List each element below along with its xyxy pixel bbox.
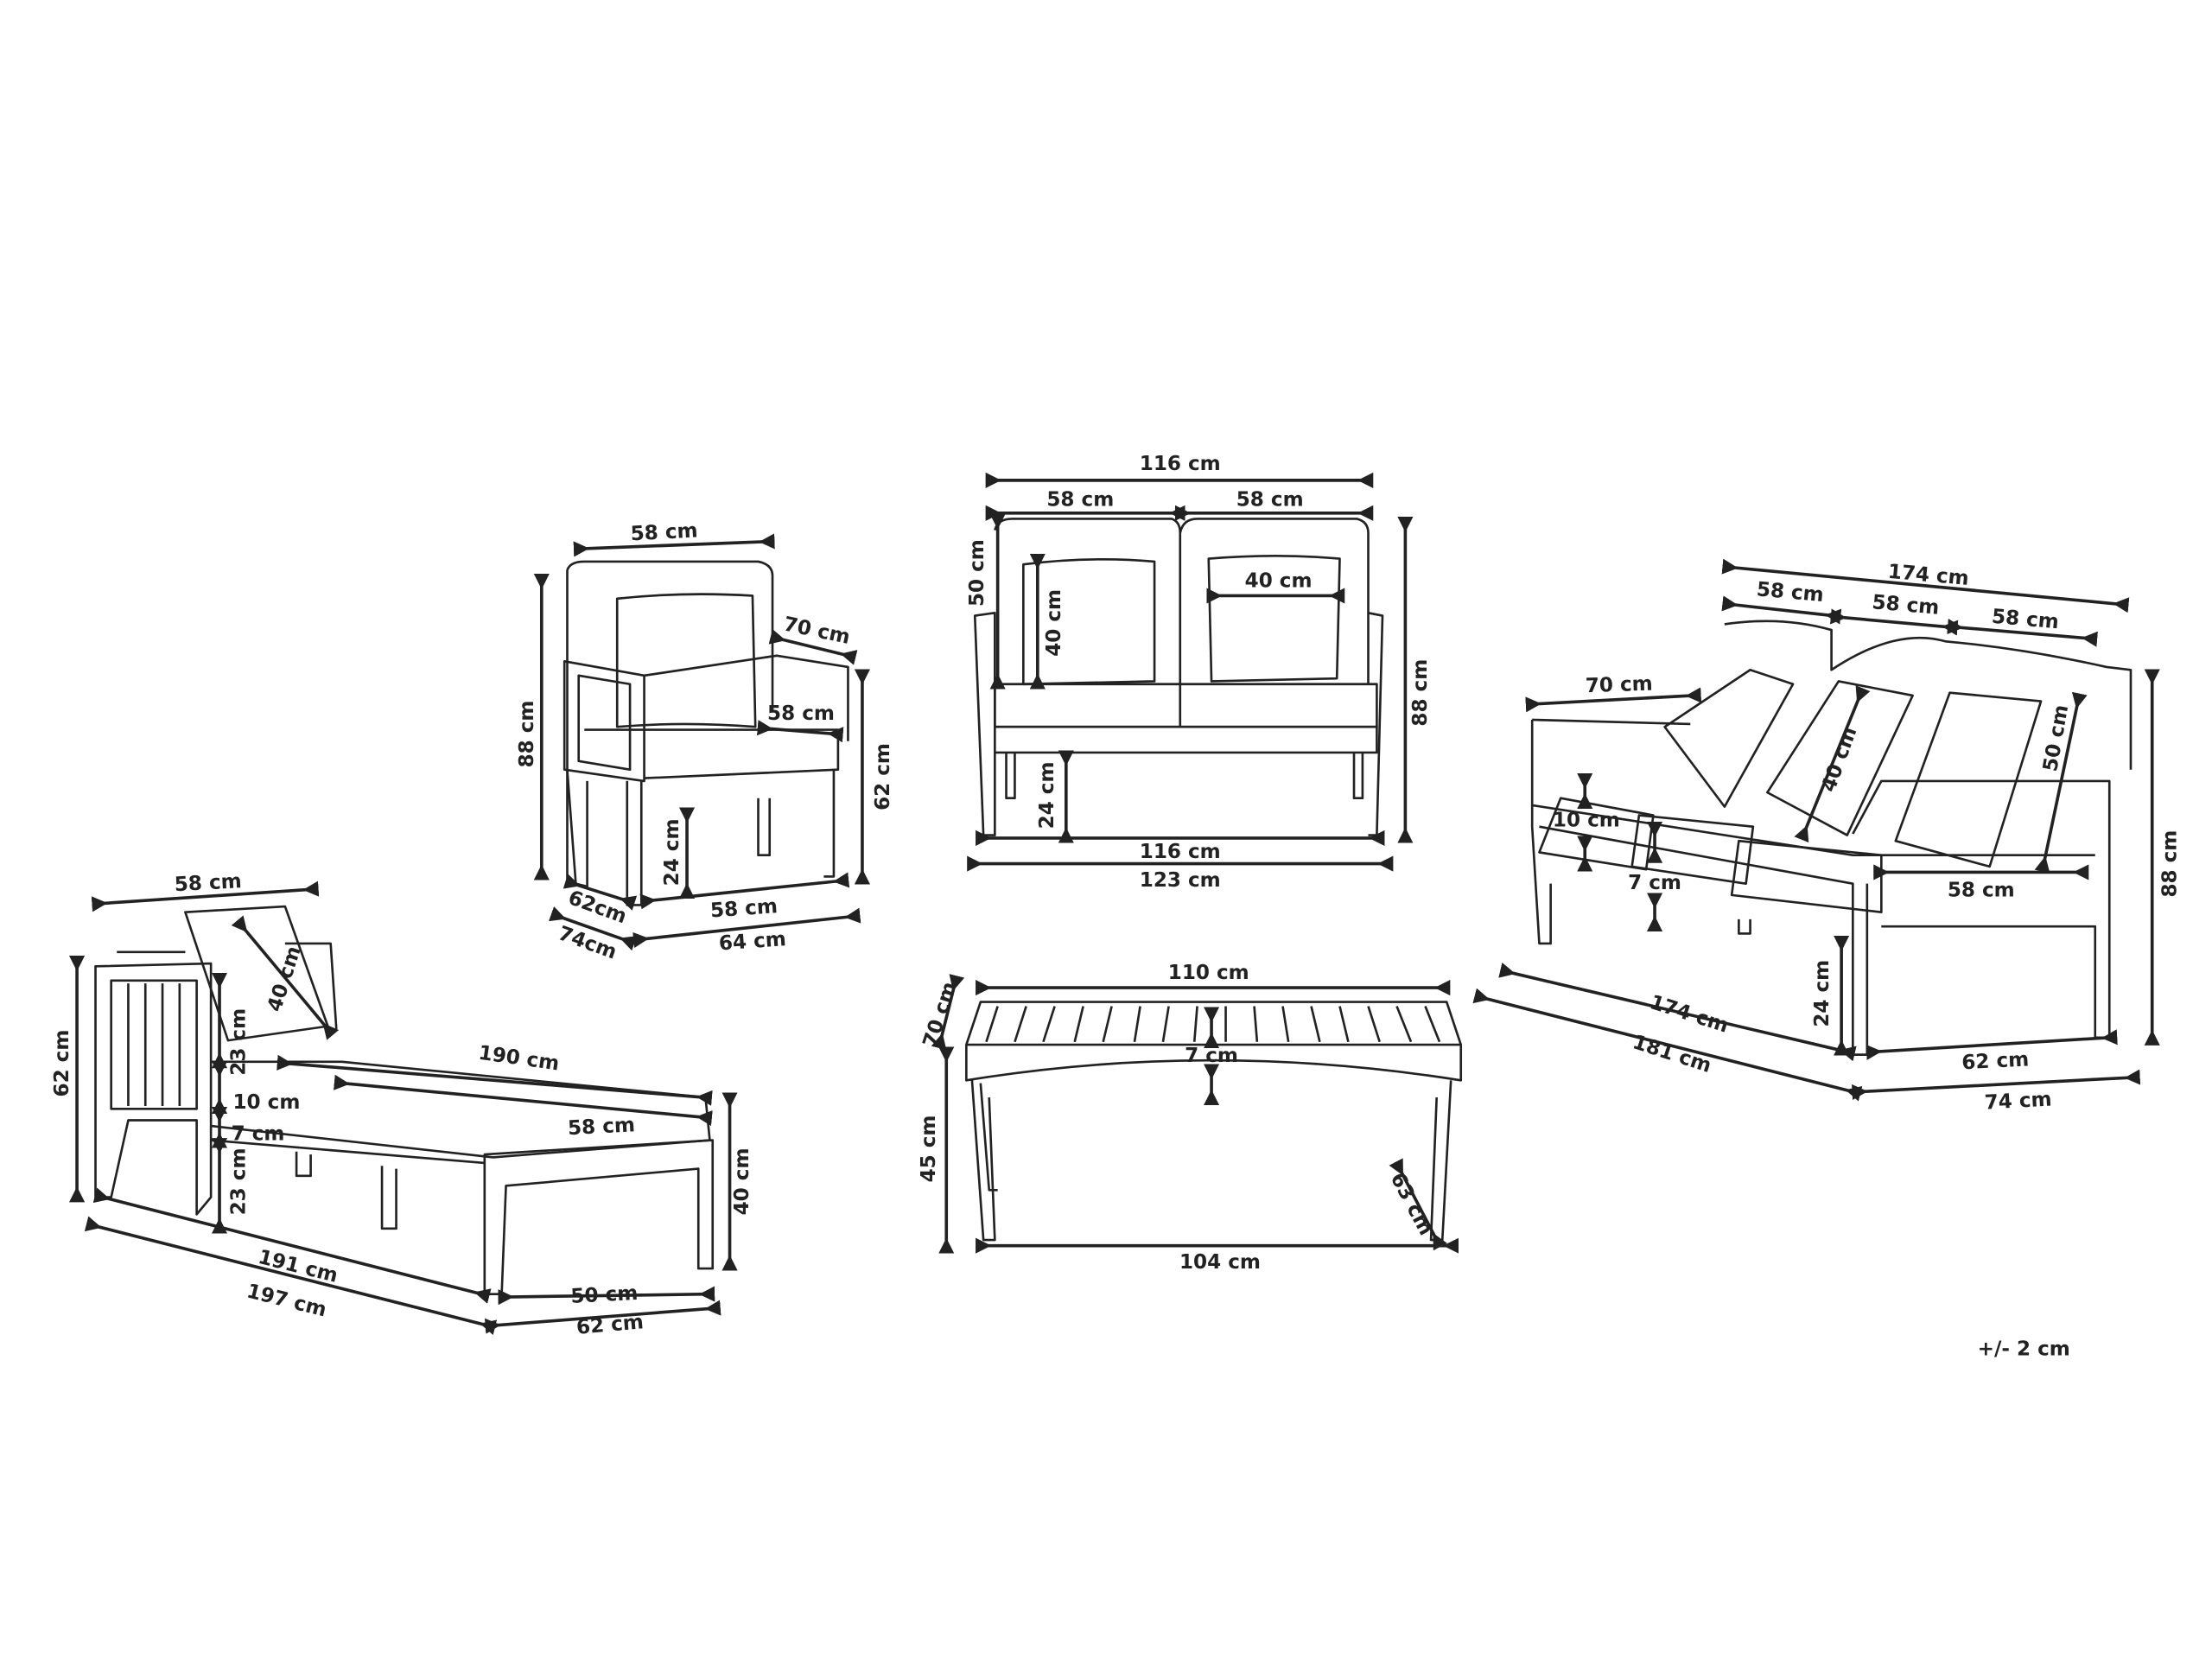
sofa-dimension-label: 50 cm	[2039, 703, 2073, 773]
lounger-dimension-label: 62 cm	[51, 1030, 73, 1097]
dimension-labels: 58 cm 70 cm 58 cm 88 cm 62 cm 24 cm 58 cm 64 cm…	[51, 453, 2182, 1360]
sofa-dimension-label: 174 cm	[1647, 991, 1731, 1038]
armchair-dimension-label: 64 cm	[718, 928, 787, 955]
armchair-dimension-label: 58 cm	[709, 895, 779, 922]
armchair-dimension-label: 88 cm	[516, 701, 538, 768]
lounger-dimension-label: 191 cm	[256, 1246, 340, 1287]
table-dimension-label: 110 cm	[1168, 962, 1249, 984]
lounger-dimension-label: 190 cm	[477, 1042, 561, 1076]
armchair-dimension-label: 58 cm	[767, 702, 835, 725]
loveseat-dimension-label: 58 cm	[1046, 488, 1114, 511]
armchair-dimension-label: 24 cm	[661, 818, 683, 886]
loveseat-dimension-label: 58 cm	[1236, 488, 1304, 511]
lounger-dimension-label: 62 cm	[575, 1311, 645, 1339]
armchair-dimension-label: 74cm	[555, 922, 620, 963]
sofa-dimension-label: 181 cm	[1630, 1031, 1713, 1077]
lounger-dimension-label: 40 cm	[264, 944, 306, 1014]
sofa-dimension-label: 70 cm	[1585, 673, 1653, 698]
sofa-dimension-label: 58 cm	[1756, 578, 1825, 607]
dimension-arrows	[69, 472, 2160, 1336]
loveseat-dimension-label: 50 cm	[966, 539, 988, 607]
lounger-dimension-label: 40 cm	[731, 1147, 753, 1215]
sofa-dimension-label: 40 cm	[1817, 724, 1861, 795]
lounger-dimension-label: 7 cm	[232, 1122, 285, 1145]
lounger-dimension-label: 58 cm	[567, 1114, 635, 1140]
loveseat-dimension-label: 123 cm	[1140, 869, 1221, 892]
loveseat-dimension-label: 88 cm	[1409, 659, 1432, 727]
sofa-dimension-label: 88 cm	[2159, 830, 2182, 898]
loveseat-dimension-label: 40 cm	[1245, 569, 1313, 592]
loveseat-dimension-label: 24 cm	[1036, 761, 1058, 829]
loveseat-dimension-label: 40 cm	[1043, 589, 1065, 657]
table-dimension-label: 7 cm	[1185, 1045, 1238, 1067]
lounger-dimension-label: 23 cm	[228, 1147, 251, 1215]
sofa-dimension-label: 10 cm	[1553, 810, 1620, 832]
sofa-dimension-label: 58 cm	[1948, 879, 2015, 901]
armchair-drawing	[563, 560, 849, 906]
loveseat-dimension-label: 116 cm	[1140, 453, 1221, 475]
sofa-dimension-label: 58 cm	[1871, 591, 1940, 620]
sofa-dimension-label: 7 cm	[1628, 872, 1681, 894]
sofa-dimension-label: 62 cm	[1961, 1048, 2030, 1074]
lounger-dimension-label: 197 cm	[245, 1281, 328, 1322]
tolerance-note: +/- 2 cm	[1978, 1338, 2070, 1361]
sofa-dimension-label: 174 cm	[1887, 561, 1970, 590]
table-dimension-label: 45 cm	[918, 1116, 940, 1183]
lounger-drawing	[94, 905, 715, 1296]
lounger-dimension-label: 23 cm	[228, 1008, 251, 1076]
lounger-dimension-label: 58 cm	[174, 870, 242, 896]
loveseat-dimension-label: 116 cm	[1140, 841, 1221, 863]
table-dimension-label: 104 cm	[1179, 1251, 1261, 1274]
table-dimension-label: 70 cm	[919, 979, 962, 1050]
armchair-dimension-label: 58 cm	[630, 519, 698, 545]
table-dimension-label: 63 cm	[1386, 1169, 1438, 1239]
armchair-dimension-label: 70 cm	[781, 613, 852, 649]
lounger-dimension-label: 10 cm	[233, 1091, 301, 1114]
lounger-dimension-label: 50 cm	[570, 1282, 639, 1308]
sofa-dimension-label: 24 cm	[1811, 960, 1834, 1027]
coffee-table-drawing	[965, 1001, 1463, 1242]
armchair-dimension-label: 62 cm	[872, 743, 894, 810]
sofa-dimension-label: 74 cm	[1984, 1089, 2052, 1115]
